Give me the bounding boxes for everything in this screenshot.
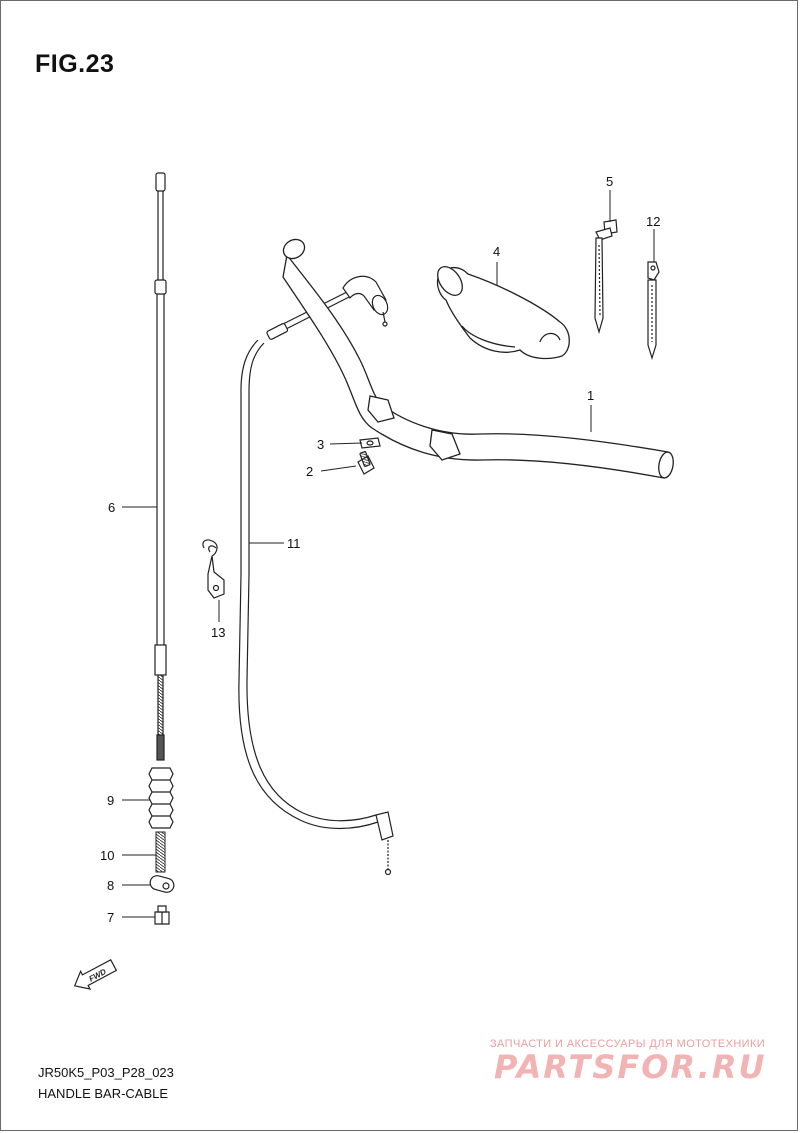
callout-leaders xyxy=(122,190,655,918)
callout-11: 11 xyxy=(287,536,301,551)
figure-title: FIG.23 xyxy=(35,50,115,78)
watermark-tagline: ЗАПЧАСТИ И АКСЕССУАРЫ ДЛЯ МОТОТЕХНИКИ xyxy=(490,1038,766,1050)
part-12-clamp-tie[interactable] xyxy=(647,261,660,361)
part-1-handlebar[interactable] xyxy=(280,236,675,479)
part-9-rubber-boot[interactable] xyxy=(148,767,174,829)
callout-12: 12 xyxy=(646,214,660,229)
part-7-nut[interactable] xyxy=(154,905,170,925)
part-5-cable-tie[interactable] xyxy=(594,219,618,335)
callout-13: 13 xyxy=(211,625,225,640)
callout-3: 3 xyxy=(317,437,324,452)
callout-9: 9 xyxy=(107,793,114,808)
part-13-cable-guide[interactable] xyxy=(202,539,225,599)
callout-1: 1 xyxy=(587,388,594,403)
part-2-bolt[interactable] xyxy=(357,451,375,475)
figure-code: JR50K5_P03_P28_023 xyxy=(38,1065,174,1080)
part-3-washer[interactable] xyxy=(359,437,381,449)
throttle-housing xyxy=(342,275,389,327)
part-4-handlebar-cover[interactable] xyxy=(433,262,570,360)
part-6-speedometer-cable[interactable] xyxy=(154,172,167,761)
part-11-throttle-cable[interactable] xyxy=(238,287,394,876)
callout-6: 6 xyxy=(108,500,115,515)
callout-5: 5 xyxy=(606,174,613,189)
part-10-spring[interactable] xyxy=(155,831,166,873)
callout-7: 7 xyxy=(107,910,114,925)
watermark-logo: PARTSFOR.RU xyxy=(494,1048,767,1086)
figure-caption: HANDLE BAR-CABLE xyxy=(38,1086,169,1101)
part-8-cable-end-fitting[interactable] xyxy=(149,874,176,894)
callout-2: 2 xyxy=(306,464,313,479)
callout-8: 8 xyxy=(107,878,114,893)
callout-4: 4 xyxy=(493,244,500,259)
callout-10: 10 xyxy=(100,848,114,863)
fwd-arrow-icon: FWD xyxy=(73,959,118,990)
